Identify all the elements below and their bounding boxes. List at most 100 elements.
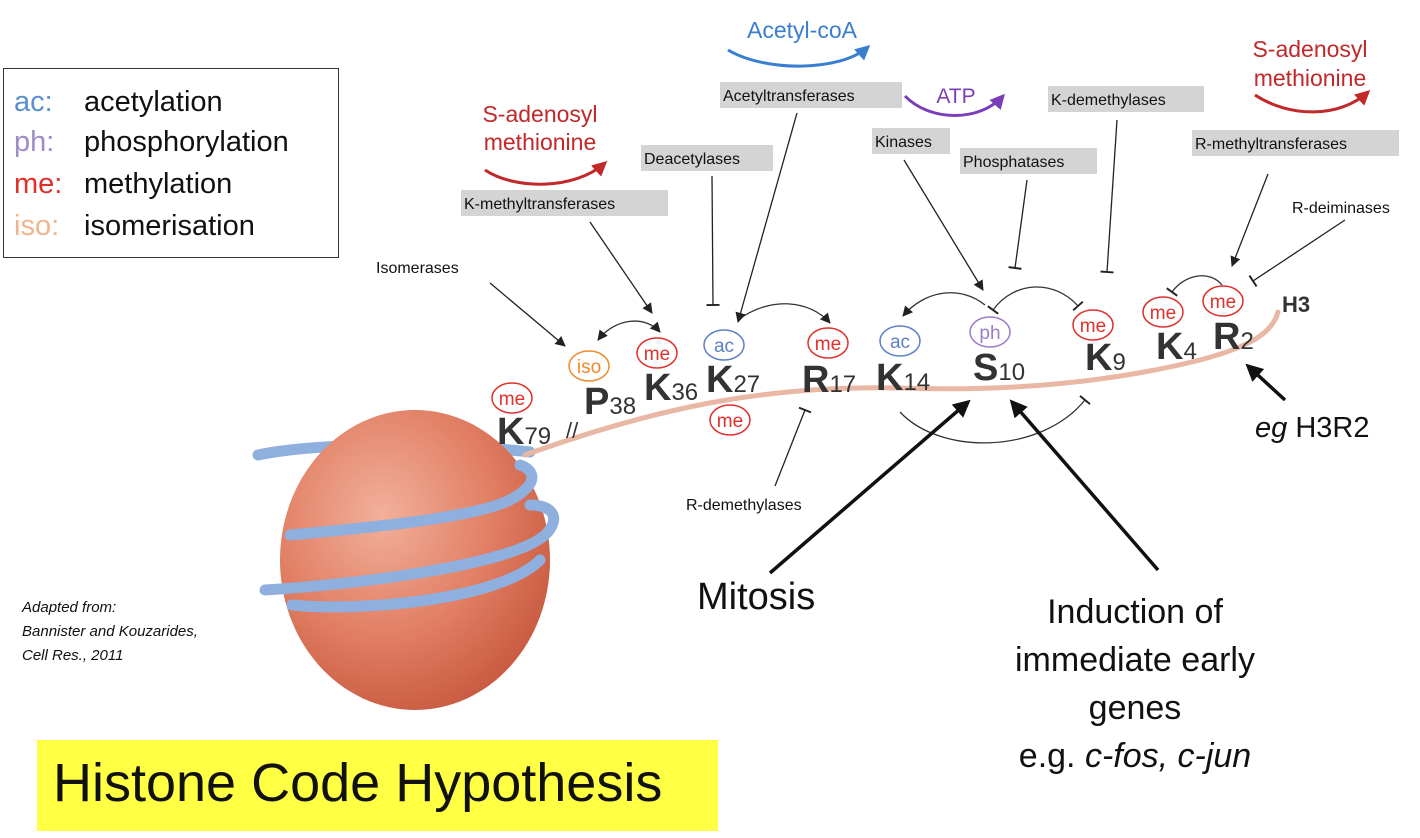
cofactors: S-adenosyl methionine Acetyl-coA ATP S-a… (482, 17, 1371, 186)
page-title: Histone Code Hypothesis (53, 753, 663, 813)
svg-text:me: me (644, 344, 670, 365)
nucleosome (252, 410, 560, 710)
modification-marks: me iso me ac me me ac ph me me me (491, 285, 1244, 436)
induction-arrow (1009, 399, 1160, 572)
atp-label: ATP (936, 85, 975, 108)
attribution-line1: Adapted from: (22, 599, 117, 616)
me-mark-k79: me (491, 382, 533, 414)
mitosis-label: Mitosis (697, 576, 816, 618)
enzyme-action-lines (489, 112, 1346, 487)
k-methyltransferases-arrow (589, 221, 653, 314)
sam-left-line1: S-adenosyl (482, 101, 597, 127)
crosstalk-k14-k9 (899, 395, 1091, 444)
atp-arrow (903, 93, 1005, 117)
sam-right-arrow (1254, 89, 1371, 114)
induction-example: e.g. c-fos, c-jun (1018, 737, 1252, 775)
legend-row-isomerisation: iso: isomerisation (14, 209, 255, 243)
enzyme-labels: K-methyltransferases Deacetylases Acetyl… (376, 82, 1399, 514)
legend-label: isomerisation (84, 210, 255, 242)
crosstalk-s10-k9 (987, 286, 1084, 315)
svg-text:me: me (1150, 303, 1176, 324)
r-demethylases-inhibit (774, 406, 812, 487)
r-deiminases-inhibit (1248, 219, 1346, 287)
ac-mark-k27: ac (703, 329, 745, 361)
enzyme-deacetylases: Deacetylases (644, 151, 740, 168)
histone-tail (522, 309, 1281, 458)
enzyme-box (461, 190, 668, 216)
enzyme-k-methyltransferases: K-methyltransferases (464, 196, 615, 213)
me-mark-r17: me (807, 327, 849, 359)
acetyl-coa-arrow (727, 45, 871, 68)
eg-h3r2-label: eg H3R2 (1255, 412, 1369, 444)
enzyme-box (1048, 86, 1204, 112)
big-arrows (768, 363, 1287, 575)
crosstalk-p38-k36 (597, 320, 661, 341)
residue-k14: K14 (876, 357, 930, 399)
residue-k4: K4 (1156, 326, 1197, 368)
svg-text:ph: ph (979, 323, 1000, 344)
enzyme-phosphatases: Phosphatases (963, 154, 1064, 171)
residue-s10: S10 (973, 347, 1025, 389)
enzyme-box (720, 82, 902, 108)
dna-strand (286, 554, 546, 613)
kinases-arrow (903, 159, 984, 291)
sam-right-line1: S-adenosyl (1252, 36, 1367, 62)
residue-k9: K9 (1085, 337, 1126, 379)
iso-mark-p38: iso (568, 350, 610, 382)
phosphatases-inhibit (1008, 179, 1028, 270)
ph-mark-s10: ph (969, 316, 1011, 348)
legend-abbr: me: (14, 168, 63, 200)
me-mark-k9: me (1072, 309, 1114, 341)
break-mark: // (566, 418, 579, 443)
me-mark-k27-below: me (709, 404, 751, 436)
residues: K79 // P38 K36 K27 R17 K14 S10 K9 K4 R2 … (497, 292, 1310, 453)
svg-text:me: me (499, 389, 525, 410)
legend-label: phosphorylation (84, 126, 289, 158)
svg-text:me: me (717, 411, 743, 432)
residue-k36: K36 (644, 367, 698, 409)
residue-r2: R2 (1213, 316, 1254, 358)
induction-line2: immediate early (1015, 641, 1255, 679)
sam-right-line2: methionine (1254, 65, 1367, 91)
svg-text:iso: iso (577, 357, 601, 378)
mitosis-arrow (768, 399, 971, 575)
legend-label: methylation (84, 168, 233, 200)
enzyme-kinases: Kinases (875, 134, 932, 151)
enzyme-box (960, 148, 1097, 174)
enzyme-r-methyltransferases: R-methyltransferases (1195, 136, 1347, 153)
crosstalk-k27-r17 (737, 303, 831, 324)
enzyme-r-demethylases: R-demethylases (686, 497, 802, 514)
legend-box: ac:acetylation ph:phosphorylation me: met… (3, 68, 339, 258)
legend-label: acetylation (84, 86, 223, 118)
residue-k79: K79 (497, 411, 551, 453)
residue-r17: R17 (802, 359, 856, 401)
induction-label: Induction of immediate early genes e.g. … (960, 588, 1310, 780)
ac-mark-k14: ac (879, 325, 921, 357)
crosstalk-s10-k14 (902, 292, 986, 317)
legend-abbr: iso: (14, 210, 60, 242)
crosstalk-k4-r2 (1166, 275, 1223, 297)
residue-p38: P38 (584, 381, 636, 423)
legend-row-methylation: me: methylation (14, 167, 232, 201)
me-mark-r2: me (1202, 285, 1244, 317)
enzyme-r-deiminases: R-deiminases (1292, 200, 1390, 217)
enzyme-k-demethylases: K-demethylases (1051, 92, 1166, 109)
acetyltransferases-arrow (735, 112, 798, 324)
svg-text:me: me (1080, 316, 1106, 337)
crosstalk-arcs (597, 275, 1223, 444)
h3-label: H3 (1282, 292, 1310, 317)
attribution-line2: Bannister and Kouzarides, (22, 623, 198, 640)
legend-row-phosphorylation: ph:phosphorylation (14, 125, 289, 159)
enzyme-box (1192, 130, 1399, 156)
isomerases-arrow (489, 282, 566, 347)
svg-text:me: me (1210, 292, 1236, 313)
r-methyltransferases-arrow (1230, 173, 1269, 267)
sam-left-arrow (484, 160, 608, 186)
legend-row-acetylation: ac:acetylation (14, 85, 223, 119)
enzyme-box (872, 128, 950, 154)
svg-text:me: me (815, 334, 841, 355)
enzyme-box (641, 145, 773, 171)
k-demethylases-inhibit (1100, 119, 1118, 274)
dna-strand (284, 459, 538, 541)
